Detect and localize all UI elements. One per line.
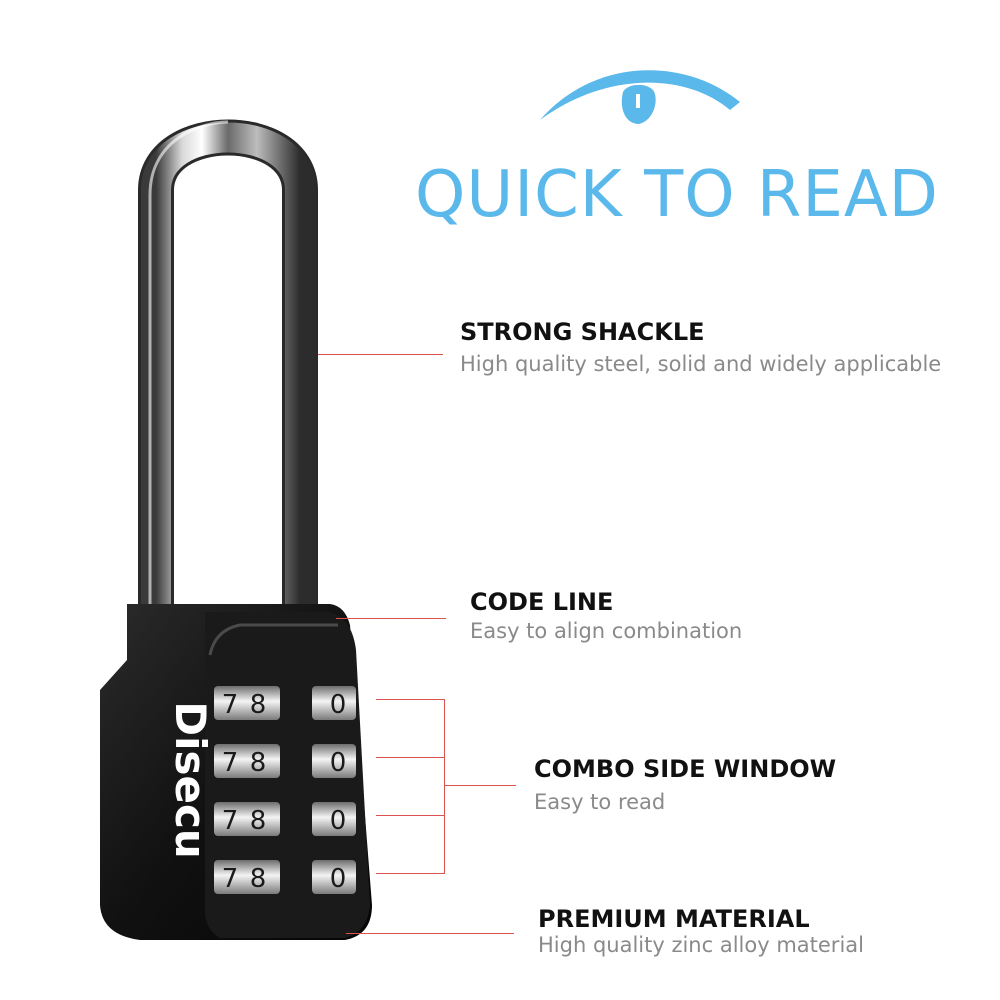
feature-desc-window: Easy to read — [534, 790, 666, 814]
dial-digit: 7 — [222, 864, 239, 894]
dial-digit: 8 — [250, 806, 267, 836]
dial-digit: 0 — [330, 690, 347, 720]
dial-side-window — [312, 686, 356, 720]
feature-title-codeline: CODE LINE — [470, 588, 614, 616]
dial-wheel — [214, 802, 280, 836]
eye-icon — [540, 70, 740, 124]
feature-title-material: PREMIUM MATERIAL — [538, 905, 810, 933]
dial-wheel — [214, 744, 280, 778]
dial-digit: 7 — [222, 806, 239, 836]
dial-digit: 8 — [250, 864, 267, 894]
window-callout-line-3 — [376, 815, 444, 816]
window-callout-bracket — [444, 699, 445, 874]
dial-wheel — [214, 686, 280, 720]
feature-title-window: COMBO SIDE WINDOW — [534, 755, 837, 783]
shackle-callout-line — [318, 354, 443, 355]
feature-desc-material: High quality zinc alloy material — [538, 933, 864, 957]
dial-side-window — [312, 744, 356, 778]
feature-title-shackle: STRONG SHACKLE — [460, 318, 705, 346]
window-callout-line-2 — [376, 757, 444, 758]
dial-digit: 8 — [250, 748, 267, 778]
headline: QUICK TO READ — [415, 158, 939, 232]
brand-logo-text: Disecu — [166, 701, 215, 859]
material-callout-line — [346, 933, 514, 934]
dial-digit: 0 — [330, 806, 347, 836]
dial-digit: 0 — [330, 864, 347, 894]
dial-digit: 8 — [250, 690, 267, 720]
brand-logo: Disecu — [166, 701, 215, 859]
dial-side-window — [312, 860, 356, 894]
window-callout-line-4 — [376, 873, 444, 874]
dial-digit: 0 — [330, 748, 347, 778]
feature-desc-shackle: High quality steel, solid and widely app… — [460, 352, 942, 376]
dial-digit: 7 — [222, 690, 239, 720]
feature-desc-codeline: Easy to align combination — [470, 619, 743, 643]
codeline-callout-line — [336, 618, 446, 619]
window-callout-line-1 — [376, 699, 444, 700]
dial-side-window — [312, 802, 356, 836]
dial-digit: 7 — [222, 748, 239, 778]
dial-wheel — [214, 860, 280, 894]
window-callout-connector — [444, 785, 516, 786]
